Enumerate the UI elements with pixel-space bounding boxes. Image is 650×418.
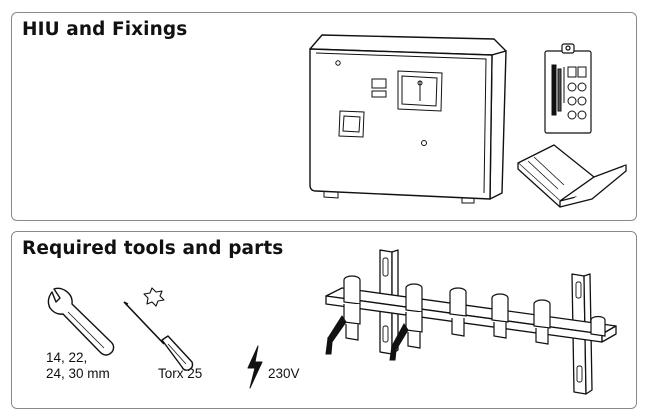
manual-booklet-icon bbox=[517, 144, 627, 208]
hiu-unit-illustration bbox=[309, 34, 507, 204]
lightning-bolt-icon bbox=[247, 345, 263, 389]
wrench-size-line1: 14, 22, bbox=[46, 350, 88, 365]
tools-section-title: Required tools and parts bbox=[22, 238, 284, 259]
torx-screwdriver-icon bbox=[123, 287, 194, 371]
wrench-icon bbox=[47, 287, 115, 356]
mounting-rail-valves-illustration bbox=[325, 249, 617, 395]
hiu-and-fixings-panel: HIU and Fixings bbox=[11, 12, 637, 221]
torx-label: Torx 25 bbox=[158, 366, 203, 381]
wrench-size-line2: 24, 30 mm bbox=[46, 366, 110, 381]
voltage-label: 230V bbox=[268, 366, 300, 381]
torx-star-icon bbox=[143, 287, 165, 307]
required-tools-panel: Required tools and parts 14, 22, 24, 30 … bbox=[11, 231, 637, 409]
hiu-section-title: HIU and Fixings bbox=[22, 19, 188, 40]
fixings-bag-icon bbox=[544, 43, 592, 134]
